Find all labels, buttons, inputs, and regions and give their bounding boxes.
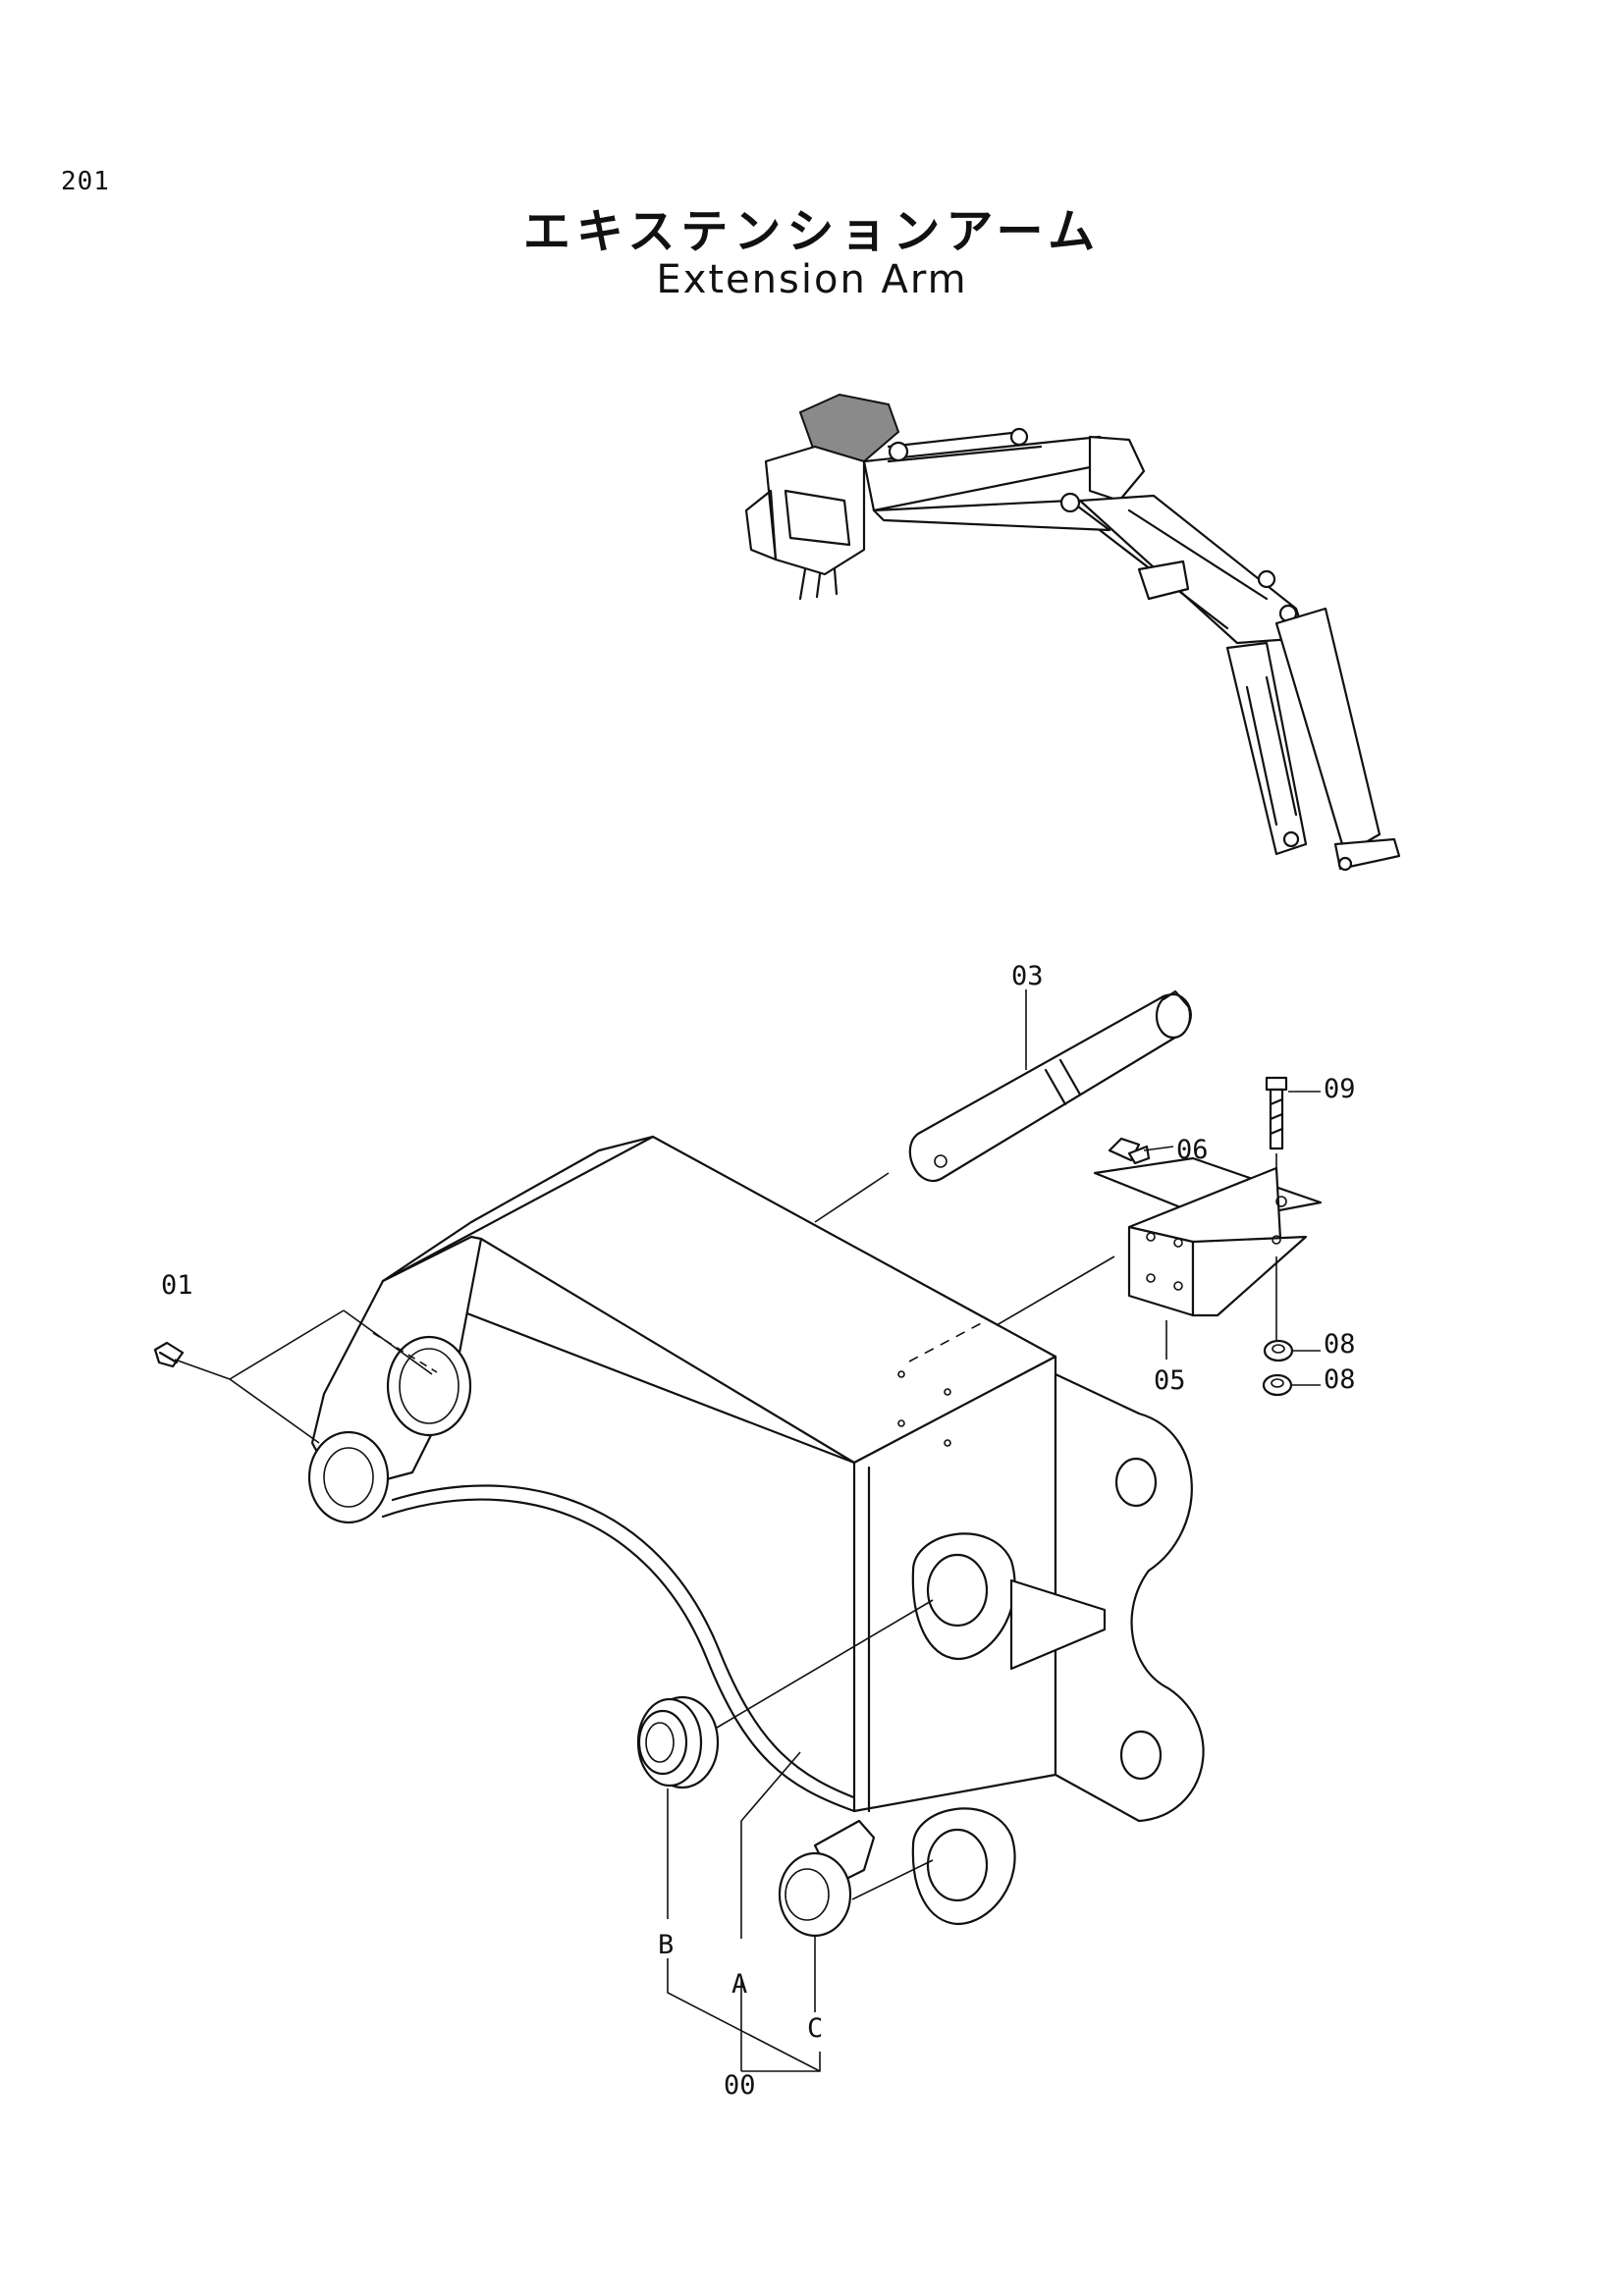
page-number: 201 xyxy=(61,167,110,196)
callout-08-lower: 08 xyxy=(1324,1364,1356,1395)
callout-A: A xyxy=(731,1969,747,2000)
callout-C: C xyxy=(807,2013,823,2044)
left-bore-lower xyxy=(307,1430,390,1524)
callout-00: 00 xyxy=(724,2070,756,2101)
callout-B: B xyxy=(658,1930,674,1960)
callout-01: 01 xyxy=(161,1270,193,1301)
title-japanese: エキステンションアーム xyxy=(522,204,1102,259)
part-B-bushing xyxy=(636,1695,720,1789)
part-08-nut-lower xyxy=(1262,1373,1293,1397)
machine-overview-illustration xyxy=(744,393,1401,872)
leader-lines xyxy=(174,989,1321,2072)
part-06-grease-fitting xyxy=(1108,1137,1151,1165)
arm-end-bracket xyxy=(1054,1372,1205,1823)
part-01-grease-fitting xyxy=(153,1341,185,1368)
title-english: Extension Arm xyxy=(656,257,968,302)
callout-03: 03 xyxy=(1011,961,1044,991)
extension-arm-overview xyxy=(1274,607,1381,856)
left-bore-upper xyxy=(386,1335,472,1437)
callout-09: 09 xyxy=(1324,1074,1356,1104)
callout-06: 06 xyxy=(1176,1135,1209,1165)
extension-arm-exploded-view xyxy=(307,1135,1205,1926)
callout-08-upper: 08 xyxy=(1324,1329,1356,1360)
part-03-pin xyxy=(908,989,1192,1182)
part-05-plate xyxy=(1093,1156,1323,1317)
part-C-bushing-with-lug xyxy=(778,1819,876,1938)
arm-section xyxy=(1078,494,1308,645)
callout-05: 05 xyxy=(1154,1365,1186,1396)
part-09-bolt xyxy=(1265,1076,1288,1150)
part-08-nut-upper xyxy=(1263,1339,1294,1362)
